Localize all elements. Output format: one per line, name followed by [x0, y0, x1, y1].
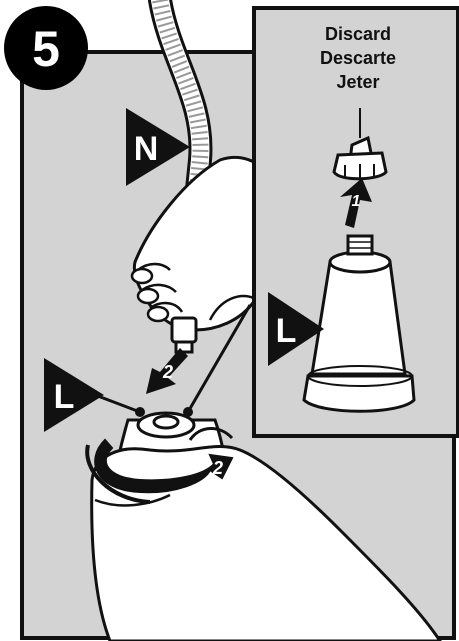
turn-arrow-number: 2 — [212, 458, 223, 478]
discard-label-en: Discard — [325, 24, 391, 44]
hose-label: N — [134, 130, 159, 168]
filter-label: L — [54, 378, 75, 416]
step-badge: 5 — [4, 6, 88, 90]
arrow-number-2: 2 — [162, 362, 173, 382]
step-number: 5 — [32, 21, 60, 77]
hose-fitting — [172, 318, 196, 352]
discard-label-fr: Jeter — [336, 72, 379, 92]
part-label: L — [276, 312, 297, 350]
arrow-number-1: 1 — [352, 193, 361, 210]
discard-label-pt: Descarte — [320, 48, 396, 68]
